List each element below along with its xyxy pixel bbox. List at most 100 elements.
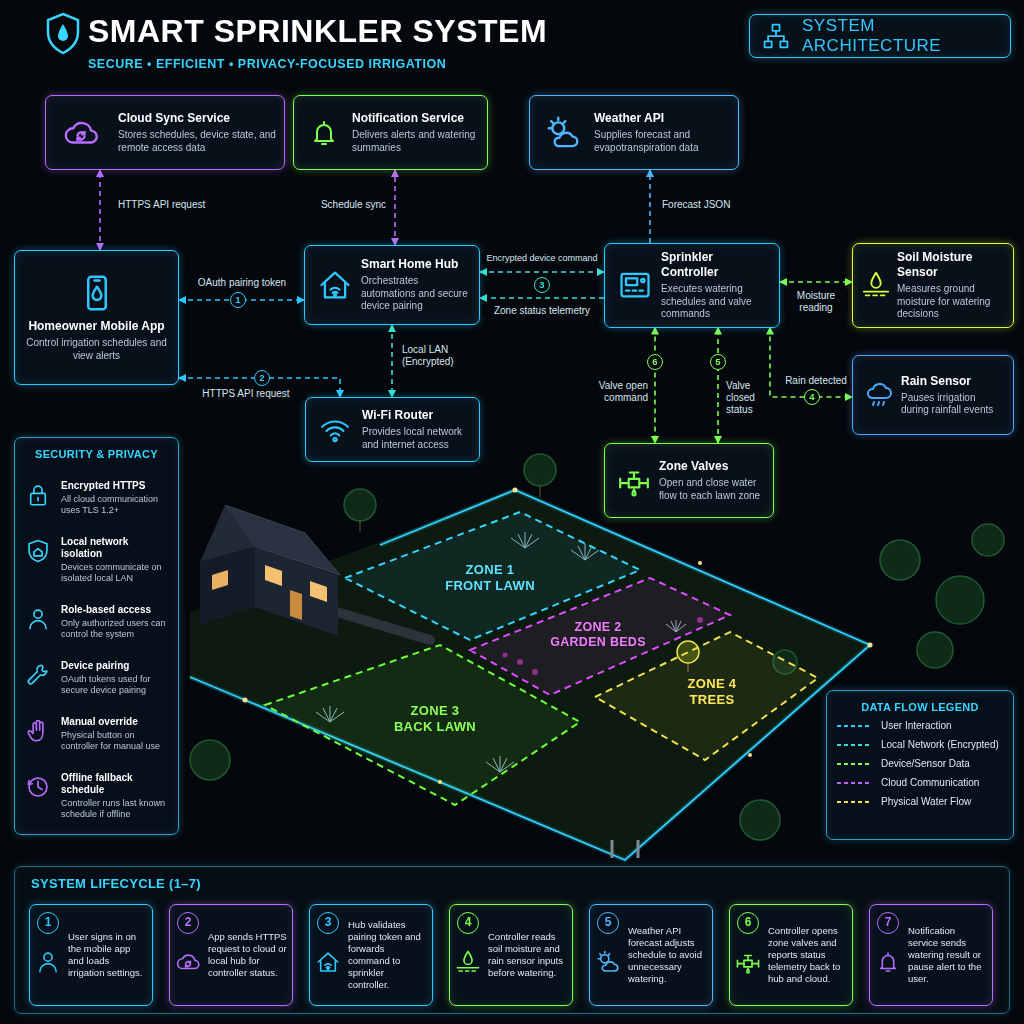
node-description: Delivers alerts and watering summaries	[352, 129, 480, 154]
lifecycle-band: SYSTEM LIFECYCLE (1–7) 1User signs in on …	[14, 866, 1010, 1014]
weather-icon	[544, 114, 582, 152]
lock-icon	[25, 482, 51, 508]
node-description: Open and close water flow to each lawn z…	[659, 477, 766, 502]
legend-line	[837, 801, 871, 803]
cloud-sync-icon	[175, 949, 201, 975]
connector	[654, 328, 656, 444]
legend-panel: DATA FLOW LEGENDUser InteractionLocal Ne…	[826, 690, 1014, 840]
legend-sample	[837, 759, 871, 769]
wrench-icon	[25, 662, 51, 688]
node-description: Control irrigation schedules and view al…	[23, 337, 170, 362]
feature-item: Role-based accessOnly authorized users c…	[23, 604, 170, 641]
edge-label: Forecast JSON	[662, 199, 752, 211]
feature-description: Only authorized users can control the sy…	[61, 618, 170, 641]
callout-number: 3	[534, 277, 550, 293]
feature-item: Offline fallback scheduleController runs…	[23, 772, 170, 821]
zone-border	[265, 645, 580, 805]
trees	[190, 454, 1004, 840]
phone-icon	[77, 273, 117, 313]
zone-label: ZONE 4 TREES	[677, 676, 747, 707]
node-title: Zone Valves	[659, 459, 766, 474]
feature-title: Local network isolation	[61, 536, 170, 560]
connector	[717, 328, 719, 444]
node-description: Supplies forecast and evapotranspiration…	[594, 129, 731, 154]
node-description: Provides local network and internet acce…	[362, 426, 472, 451]
clock-icon	[25, 774, 51, 800]
connector	[649, 170, 651, 243]
callout-number: 6	[647, 354, 663, 370]
node-title: Weather API	[594, 111, 731, 126]
legend-sample	[837, 797, 871, 807]
zone-label: ZONE 3 BACK LAWN	[390, 703, 480, 734]
node-title: Notification Service	[352, 111, 480, 126]
callout-number: 4	[804, 389, 820, 405]
node-title: Homeowner Mobile App	[28, 319, 164, 334]
step-number: 5	[597, 912, 619, 934]
edge-label: Local LAN (Encrypted)	[402, 344, 472, 368]
feature-item: Device pairingOAuth tokens used for secu…	[23, 660, 170, 697]
edge-label: Moisture reading	[784, 290, 848, 314]
cloud-sync-icon	[62, 114, 100, 152]
node-description: Orchestrates automations and secure devi…	[361, 275, 472, 313]
legend-sample	[837, 740, 871, 750]
callout-number: 1	[230, 292, 246, 308]
connector	[99, 170, 101, 250]
sensor-box: Rain SensorPauses irrigation during rain…	[852, 355, 1014, 435]
feature-item: Manual overridePhysical button on contro…	[23, 716, 170, 753]
device-box: Sprinkler ControllerExecutes watering sc…	[604, 243, 780, 328]
legend-line	[837, 744, 871, 746]
edge-label: Valve open command	[592, 380, 648, 404]
device-box: Smart Home HubOrchestrates automations a…	[304, 245, 480, 325]
shield-icon	[25, 538, 51, 564]
node-title: Soil Moisture Sensor	[897, 250, 1006, 280]
zone-border	[595, 632, 818, 760]
node-title: Sprinkler Controller	[661, 250, 772, 280]
connector	[480, 271, 604, 273]
lifecycle-step: 5Weather API forecast adjusts schedule t…	[589, 904, 713, 1006]
feature-description: All cloud communication uses TLS 1.2+	[61, 494, 170, 517]
feature-title: Encrypted HTTPS	[61, 480, 170, 492]
step-number: 4	[457, 912, 479, 934]
house	[200, 505, 340, 636]
step-description: Hub validates pairing token and forwards…	[348, 919, 427, 990]
zone-label: ZONE 2 GARDEN BEDS	[550, 620, 646, 650]
hub-icon	[317, 267, 353, 303]
badge-text: SYSTEM ARCHITECTURE	[802, 16, 1010, 56]
feature-title: Offline fallback schedule	[61, 772, 170, 796]
panel-heading: SECURITY & PRIVACY	[23, 448, 170, 460]
header-badge: SYSTEM ARCHITECTURE	[749, 14, 1011, 58]
legend-row: Device/Sensor Data	[837, 758, 1003, 770]
step-description: User signs in on the mobile app and load…	[68, 931, 147, 979]
edge-label: Encrypted device command	[482, 253, 602, 264]
node-description: Stores schedules, device state, and remo…	[118, 129, 277, 154]
controller-icon	[617, 267, 653, 303]
connector	[391, 325, 393, 397]
callout-number: 5	[710, 354, 726, 370]
node-title: Smart Home Hub	[361, 257, 472, 272]
step-number: 3	[317, 912, 339, 934]
step-description: Controller reads soil moisture and rain …	[488, 931, 567, 979]
app-box: Homeowner Mobile AppControl irrigation s…	[14, 250, 179, 385]
edge-label: Valve closed status	[726, 380, 764, 416]
node-description: Measures ground moisture for watering de…	[897, 283, 1006, 321]
service-box: Notification ServiceDelivers alerts and …	[293, 95, 488, 170]
lifecycle-step: 6Controller opens zone valves and report…	[729, 904, 853, 1006]
device-box: Zone ValvesOpen and close water flow to …	[604, 443, 774, 518]
lifecycle-step: 3 Hub validates pairing token and forward…	[309, 904, 433, 1006]
step-number: 6	[737, 912, 759, 934]
legend-text: Local Network (Encrypted)	[881, 739, 999, 751]
moisture-icon	[455, 949, 481, 975]
step-number: 1	[37, 912, 59, 934]
connector	[770, 328, 852, 398]
legend-row: Local Network (Encrypted)	[837, 739, 1003, 751]
feature-description: Devices communicate on isolated local LA…	[61, 562, 170, 585]
connector	[394, 170, 396, 245]
edge-label: Rain detected	[782, 375, 850, 387]
feature-description: Physical button on controller for manual…	[61, 730, 170, 753]
band-heading: SYSTEM LIFECYCLE (1–7)	[31, 876, 1009, 891]
lawn-zone: ZONE 3 BACK LAWN	[265, 645, 580, 805]
feature-title: Role-based access	[61, 604, 170, 616]
legend-line	[837, 782, 871, 784]
user-icon	[35, 949, 61, 975]
